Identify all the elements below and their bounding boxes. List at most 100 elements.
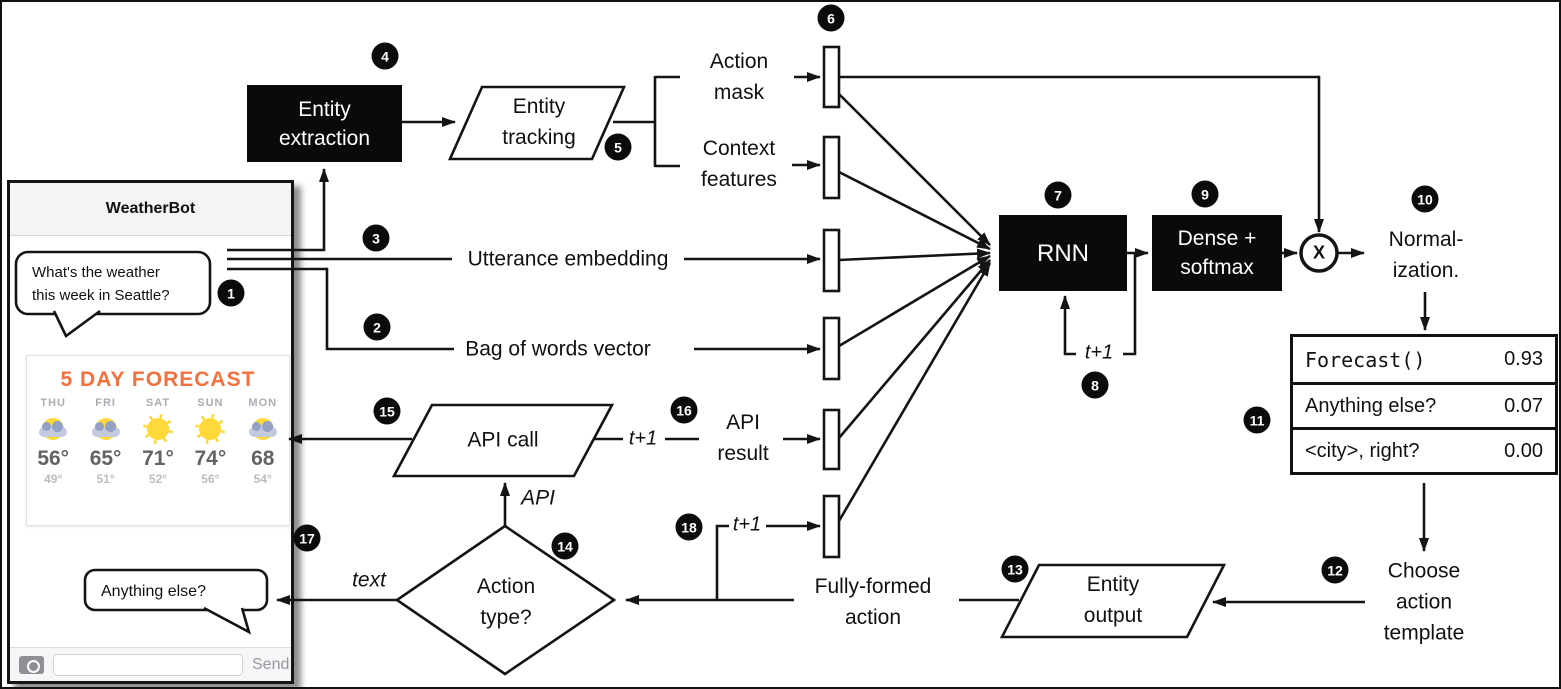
camera-icon[interactable] <box>19 655 44 674</box>
t-plus-1-api: t+1 <box>628 427 658 450</box>
forecast-column: MON 68 54° <box>237 397 289 486</box>
step-badge-8: 8 <box>1081 371 1109 399</box>
step-badge-12: 12 <box>1321 556 1349 584</box>
dense-line2: softmax <box>1180 256 1254 279</box>
bag-of-words-label: Bag of words vector <box>465 337 651 361</box>
bot-message: Anything else? <box>101 583 206 600</box>
rnn-label: RNN <box>1037 239 1089 267</box>
weather-icon <box>86 414 126 444</box>
weather-icon <box>190 414 230 444</box>
step-badge-16: 16 <box>670 396 698 424</box>
step-badge-3: 3 <box>362 224 390 252</box>
forecast-card: 5 DAY FORECAST THU 56° 49° FRI 65° 51° S… <box>26 355 290 526</box>
forecast-day-label: SAT <box>145 397 171 409</box>
forecast-days-row: THU 56° 49° FRI 65° 51° SAT 71° 52° <box>27 397 289 486</box>
message-input[interactable] <box>53 653 243 676</box>
forecast-day-label: THU <box>40 397 66 409</box>
step-badge-2: 2 <box>363 313 391 341</box>
step-badge-4: 4 <box>371 42 399 70</box>
entity-extraction-line1: Entity <box>298 97 351 121</box>
forecast-column: FRI 65° 51° <box>79 397 131 486</box>
step-badge-9: 9 <box>1191 180 1219 208</box>
forecast-day-label: MON <box>248 397 278 409</box>
step-badge-15: 15 <box>373 397 401 425</box>
api-call-shape <box>391 403 615 478</box>
high-temp: 68 <box>251 447 275 470</box>
step-badge-17: 17 <box>293 524 321 552</box>
forecast-title: 5 DAY FORECAST <box>60 368 256 391</box>
action-mask-vector <box>822 45 841 109</box>
choose-action-template-label: Choose action template <box>1383 559 1465 645</box>
action-probability-table: Forecast() 0.93 Anything else? 0.07 <cit… <box>1290 334 1558 475</box>
table-row: Anything else? 0.07 <box>1293 382 1555 427</box>
forecast-column: THU 56° 49° <box>27 397 79 486</box>
step-badge-10: 10 <box>1411 185 1439 213</box>
forecast-day-label: SUN <box>197 397 224 409</box>
entity-extraction-line2: extraction <box>278 126 371 150</box>
action-prob: 0.93 <box>1504 348 1543 370</box>
step-badge-11: 11 <box>1243 406 1271 434</box>
utterance-embedding-label: Utterance embedding <box>467 247 669 271</box>
rnn-node: RNN <box>999 215 1127 291</box>
low-temp: 56° <box>201 472 220 486</box>
step-badge-7: 7 <box>1044 181 1072 209</box>
api-result-vector <box>822 408 841 471</box>
low-temp: 51° <box>96 472 115 486</box>
text-branch-label: text <box>352 568 386 592</box>
weather-icon <box>243 414 283 444</box>
context-features-vector <box>822 135 841 200</box>
step-badge-14: 14 <box>551 532 579 560</box>
user-message: What's the weather this week in Seattle? <box>32 261 170 307</box>
action-name: Forecast() <box>1305 347 1426 372</box>
chat-input-bar: Send <box>10 647 291 681</box>
user-bubble-shape <box>14 250 212 316</box>
utterance-embedding-vector <box>822 228 841 293</box>
entity-extraction-node: Entity extraction <box>247 85 402 162</box>
high-temp: 65° <box>89 447 122 470</box>
table-row: <city>, right? 0.00 <box>1293 427 1555 472</box>
action-type-diamond <box>394 524 617 676</box>
entity-output-shape <box>999 563 1227 639</box>
action-name: Anything else? <box>1305 394 1437 417</box>
multiply-x-label: X <box>1312 242 1326 263</box>
step-badge-6: 6 <box>817 4 845 32</box>
fully-formed-action-vector <box>822 494 841 559</box>
user-message-line1: What's the weather <box>32 264 160 281</box>
table-row: Forecast() 0.93 <box>1293 337 1555 382</box>
bot-bubble-shape <box>83 568 269 612</box>
bag-of-words-vector-bar <box>822 316 841 381</box>
low-temp: 52° <box>148 472 168 486</box>
dense-line1: Dense + <box>1177 227 1257 250</box>
user-message-line2: this week in Seattle? <box>32 287 170 304</box>
action-prob: 0.07 <box>1504 394 1543 417</box>
weather-icon <box>33 414 73 444</box>
step-badge-13: 13 <box>1001 555 1029 583</box>
action-prob: 0.00 <box>1504 439 1543 462</box>
user-bubble-tail <box>52 309 101 338</box>
bot-bubble-tail <box>203 606 252 635</box>
api-branch-label: API <box>521 486 555 510</box>
action-name: <city>, right? <box>1305 439 1420 462</box>
step-badge-5: 5 <box>604 133 632 161</box>
high-temp: 74° <box>194 447 227 470</box>
forecast-day-label: FRI <box>95 397 116 409</box>
t-plus-1-rnn: t+1 <box>1084 341 1114 364</box>
weather-icon <box>138 414 178 444</box>
t-plus-1-action: t+1 <box>732 513 762 536</box>
step-badge-18: 18 <box>675 513 703 541</box>
entity-tracking-shape <box>447 85 627 161</box>
send-button[interactable]: Send <box>252 655 290 673</box>
forecast-column: SAT 71° 52° <box>132 397 184 486</box>
forecast-column: SUN 74° 56° <box>184 397 236 486</box>
window-title: WeatherBot <box>10 183 291 236</box>
step-badge-1: 1 <box>217 279 245 307</box>
low-temp: 54° <box>253 472 272 486</box>
